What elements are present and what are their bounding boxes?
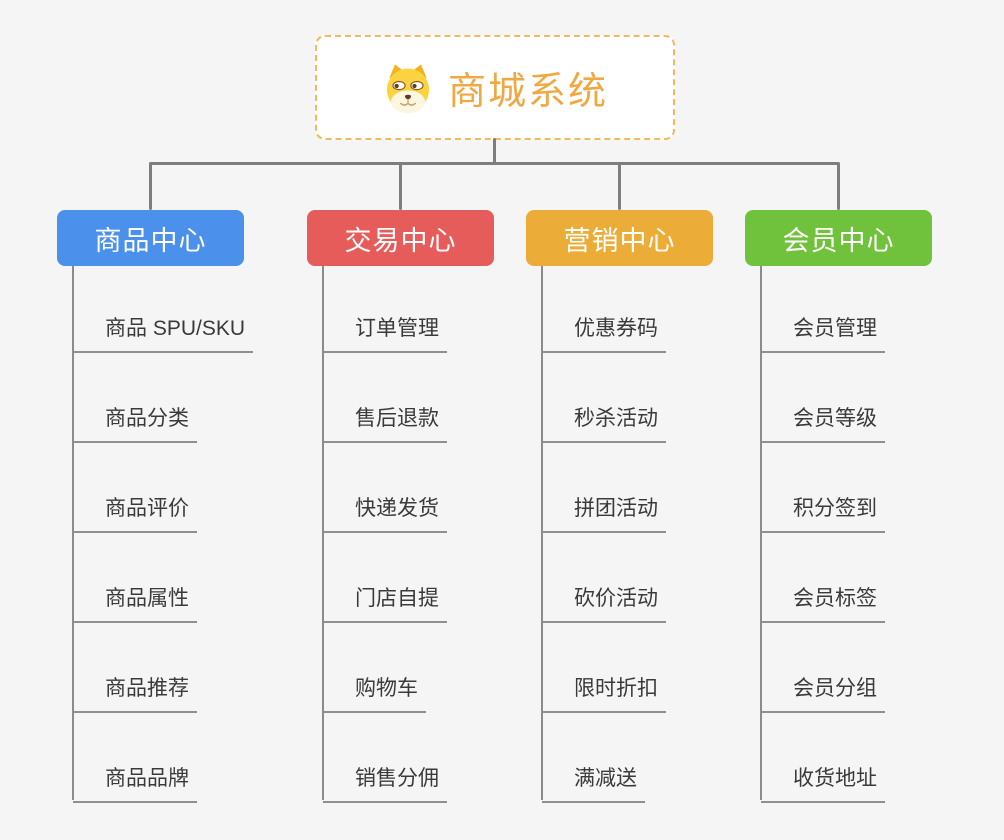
leaf-node-member-level[interactable]: 会员等级 bbox=[761, 405, 885, 443]
leaf-list: 会员管理 会员等级 积分签到 会员标签 会员分组 收货地址 bbox=[761, 315, 955, 803]
leaf-node-shopping-cart[interactable]: 购物车 bbox=[323, 675, 426, 713]
branch-column-member-center: 会员中心 会员管理 会员等级 积分签到 会员标签 会员分组 收货地址 bbox=[745, 210, 955, 803]
leaf-node-product-spu-sku[interactable]: 商品 SPU/SKU bbox=[73, 315, 254, 353]
leaf-node-order-management[interactable]: 订单管理 bbox=[323, 315, 447, 353]
leaf-node-member-management[interactable]: 会员管理 bbox=[761, 315, 885, 353]
connector-root-stub bbox=[493, 138, 496, 164]
branch-column-product-center: 商品中心 商品 SPU/SKU 商品分类 商品评价 商品属性 商品推荐 商品品牌 bbox=[57, 210, 267, 803]
branch-trunk-line bbox=[322, 266, 324, 800]
connector-horizontal-bus bbox=[149, 162, 840, 165]
branch-node-member-center[interactable]: 会员中心 bbox=[745, 210, 932, 266]
leaf-node-flash-sale[interactable]: 秒杀活动 bbox=[542, 405, 666, 443]
connector-drop-product-center bbox=[149, 163, 152, 210]
branch-node-marketing-center[interactable]: 营销中心 bbox=[526, 210, 713, 266]
connector-drop-marketing-center bbox=[618, 163, 621, 210]
connector-drop-trade-center bbox=[399, 163, 402, 210]
branch-column-trade-center: 交易中心 订单管理 售后退款 快递发货 门店自提 购物车 销售分佣 bbox=[307, 210, 517, 803]
leaf-node-limited-time-discount[interactable]: 限时折扣 bbox=[542, 675, 666, 713]
root-node-mall-system[interactable]: 商城系统 bbox=[315, 35, 675, 140]
leaf-node-member-tags[interactable]: 会员标签 bbox=[761, 585, 885, 623]
branch-node-trade-center[interactable]: 交易中心 bbox=[307, 210, 494, 266]
branch-trunk-line bbox=[72, 266, 74, 800]
leaf-list: 优惠券码 秒杀活动 拼团活动 砍价活动 限时折扣 满减送 bbox=[542, 315, 736, 803]
leaf-node-aftersale-refund[interactable]: 售后退款 bbox=[323, 405, 447, 443]
leaf-node-product-attribute[interactable]: 商品属性 bbox=[73, 585, 197, 623]
leaf-node-coupon-code[interactable]: 优惠券码 bbox=[542, 315, 666, 353]
leaf-node-product-recommend[interactable]: 商品推荐 bbox=[73, 675, 197, 713]
leaf-node-product-review[interactable]: 商品评价 bbox=[73, 495, 197, 533]
leaf-node-bargain-activity[interactable]: 砍价活动 bbox=[542, 585, 666, 623]
branch-node-product-center[interactable]: 商品中心 bbox=[57, 210, 244, 266]
leaf-node-express-delivery[interactable]: 快递发货 bbox=[323, 495, 447, 533]
branch-trunk-line bbox=[760, 266, 762, 800]
connector-drop-member-center bbox=[837, 163, 840, 210]
leaf-node-member-groups[interactable]: 会员分组 bbox=[761, 675, 885, 713]
leaf-node-product-category[interactable]: 商品分类 bbox=[73, 405, 197, 443]
leaf-node-product-brand[interactable]: 商品品牌 bbox=[73, 765, 197, 803]
leaf-list: 订单管理 售后退款 快递发货 门店自提 购物车 销售分佣 bbox=[323, 315, 517, 803]
leaf-node-group-buy[interactable]: 拼团活动 bbox=[542, 495, 666, 533]
dog-face-icon bbox=[382, 63, 434, 113]
leaf-node-store-pickup[interactable]: 门店自提 bbox=[323, 585, 447, 623]
leaf-node-shipping-address[interactable]: 收货地址 bbox=[761, 765, 885, 803]
leaf-node-points-checkin[interactable]: 积分签到 bbox=[761, 495, 885, 533]
leaf-node-sales-commission[interactable]: 销售分佣 bbox=[323, 765, 447, 803]
root-title: 商城系统 bbox=[447, 71, 608, 113]
branch-trunk-line bbox=[541, 266, 543, 800]
branch-column-marketing-center: 营销中心 优惠券码 秒杀活动 拼团活动 砍价活动 限时折扣 满减送 bbox=[526, 210, 736, 803]
leaf-list: 商品 SPU/SKU 商品分类 商品评价 商品属性 商品推荐 商品品牌 bbox=[73, 315, 267, 803]
leaf-node-spend-and-save[interactable]: 满减送 bbox=[542, 765, 645, 803]
